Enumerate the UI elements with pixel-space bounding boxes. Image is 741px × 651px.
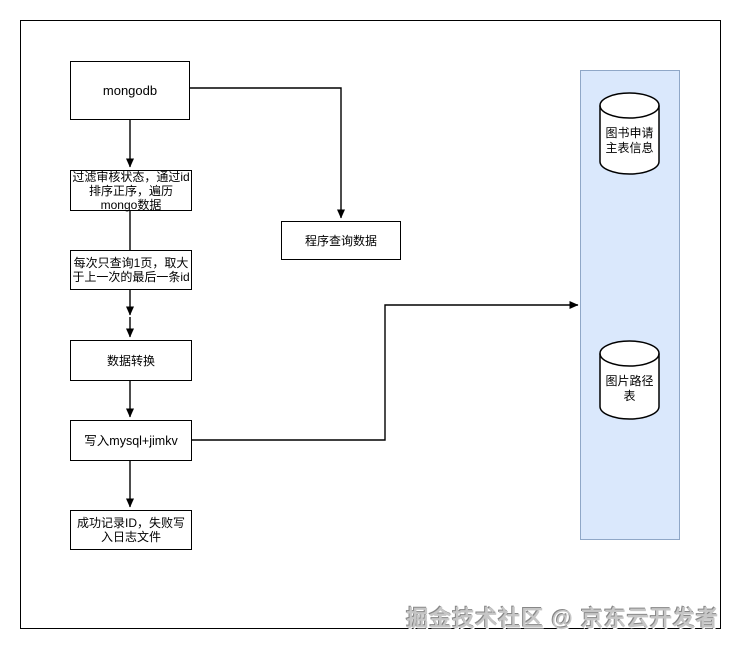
- flow-node-paging: 每次只查询1页，取大 于上一次的最后一条id: [70, 250, 192, 290]
- database-label: 图书申请 主表信息: [605, 126, 654, 155]
- flow-node-program-query: 程序查询数据: [281, 221, 401, 260]
- database-cylinder-icon: [599, 92, 660, 175]
- database-label: 图片路径 表: [605, 374, 654, 403]
- flow-node-write-mysql: 写入mysql+jimkv: [70, 420, 192, 461]
- flow-node-filter: 过滤审核状态，通过id 排序正序，遍历 mongo数据: [70, 170, 192, 212]
- database-book-main: 图书申请 主表信息: [599, 92, 660, 175]
- database-cylinder-icon: [599, 340, 660, 420]
- watermark-text: 掘金技术社区 @ 京东云开发者: [406, 606, 719, 631]
- database-image-path: 图片路径 表: [599, 340, 660, 420]
- flow-node-mongodb: mongodb: [70, 61, 190, 120]
- flow-node-transform: 数据转换: [70, 340, 192, 381]
- flow-node-log-result: 成功记录ID，失败写 入日志文件: [70, 510, 192, 550]
